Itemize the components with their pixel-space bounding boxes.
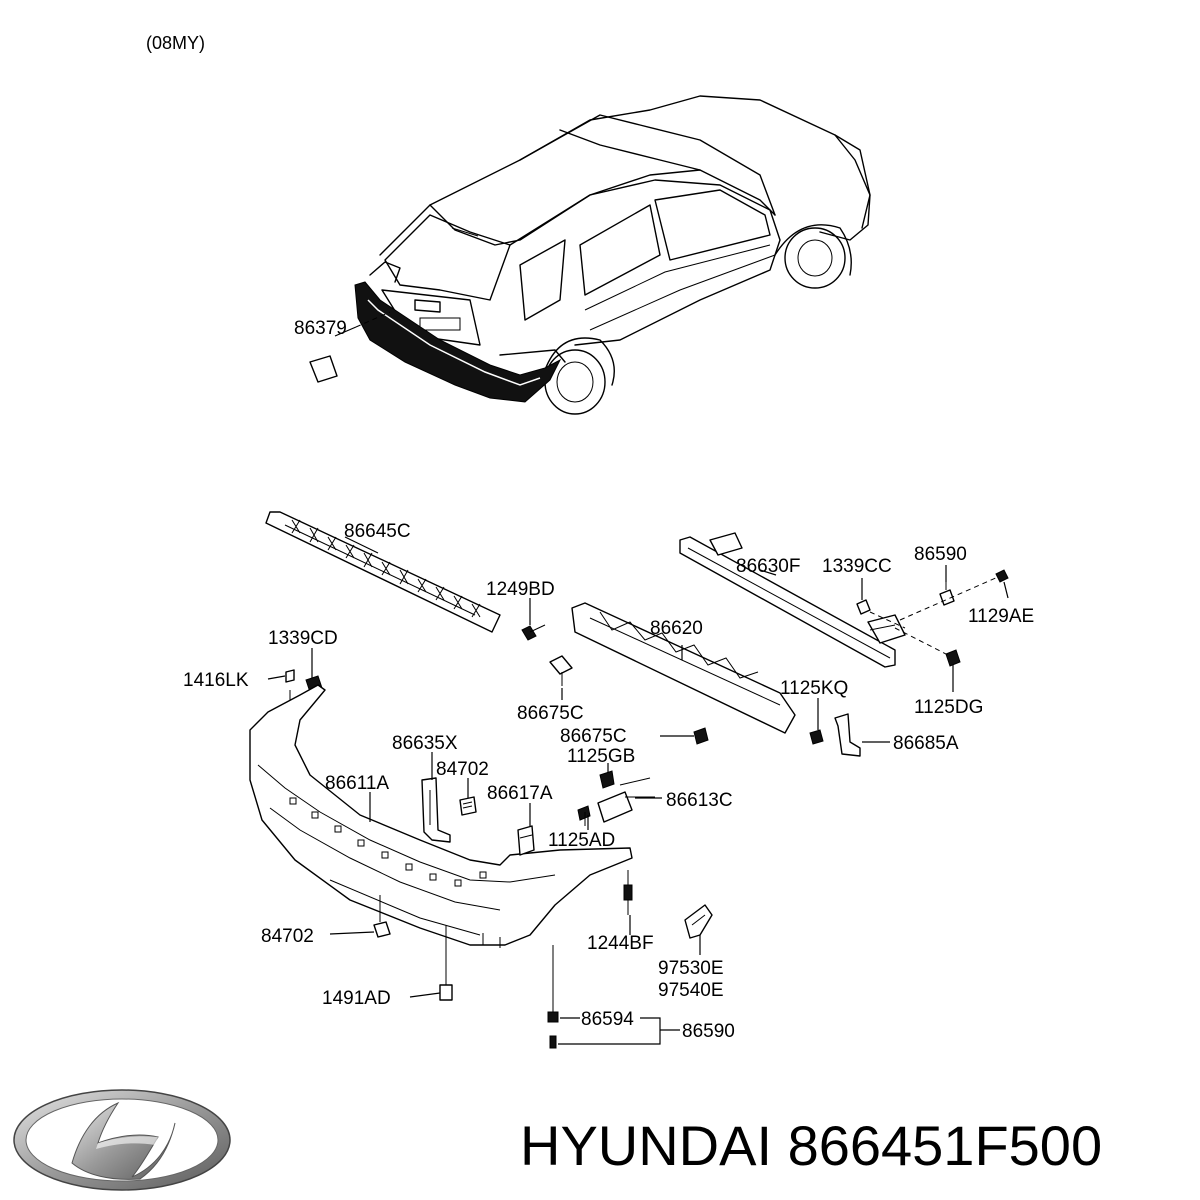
callout-1244bf: 1244BF bbox=[587, 933, 654, 954]
callout-1339cc: 1339CC bbox=[822, 556, 892, 577]
callout-84702-lower: 84702 bbox=[261, 926, 314, 947]
callout-86645c: 86645C bbox=[344, 521, 411, 542]
callout-1416lk: 1416LK bbox=[183, 670, 249, 691]
callout-97540e: 97540E bbox=[658, 980, 724, 1001]
callout-86675c-upper: 86675C bbox=[517, 703, 584, 724]
callout-86630f: 86630F bbox=[736, 556, 800, 577]
callout-1125ad: 1125AD bbox=[548, 830, 615, 851]
callout-86617a: 86617A bbox=[487, 783, 553, 804]
model-year-label: (08MY) bbox=[146, 33, 205, 53]
callout-84702-upper: 84702 bbox=[436, 759, 489, 780]
callout-86590-top: 86590 bbox=[914, 544, 967, 565]
callout-86611a: 86611A bbox=[325, 773, 389, 794]
callout-1491ad: 1491AD bbox=[322, 988, 391, 1009]
callout-1125dg: 1125DG bbox=[914, 697, 983, 718]
brand-part-number-caption: HYUNDAI 866451F500 bbox=[520, 1114, 1103, 1177]
callout-86620: 86620 bbox=[650, 618, 703, 639]
callout-86594: 86594 bbox=[581, 1009, 634, 1030]
callout-86379: 86379 bbox=[294, 318, 347, 339]
callout-1249bd: 1249BD bbox=[486, 579, 555, 600]
callout-86685a: 86685A bbox=[893, 733, 959, 754]
callout-86613c: 86613C bbox=[666, 790, 733, 811]
vehicle-illustration bbox=[309, 95, 871, 415]
callout-1125kq: 1125KQ bbox=[780, 678, 848, 699]
leader-lines bbox=[267, 536, 1009, 1045]
callout-86675c-lower: 86675C bbox=[560, 726, 627, 747]
callout-1339cd: 1339CD bbox=[268, 628, 338, 649]
callout-86635x: 86635X bbox=[392, 733, 458, 754]
hyundai-logo-icon bbox=[13, 1089, 231, 1191]
callout-86590-bottom: 86590 bbox=[682, 1021, 735, 1042]
callout-1129ae: 1129AE bbox=[968, 606, 1034, 627]
callout-97530e: 97530E bbox=[658, 958, 724, 979]
callout-1125gb: 1125GB bbox=[567, 746, 635, 767]
callout-labels: 86379 86645C 1249BD 86630F 1339CC 86590 … bbox=[183, 318, 1034, 1042]
bumper-parts-exploded bbox=[249, 511, 1009, 1049]
